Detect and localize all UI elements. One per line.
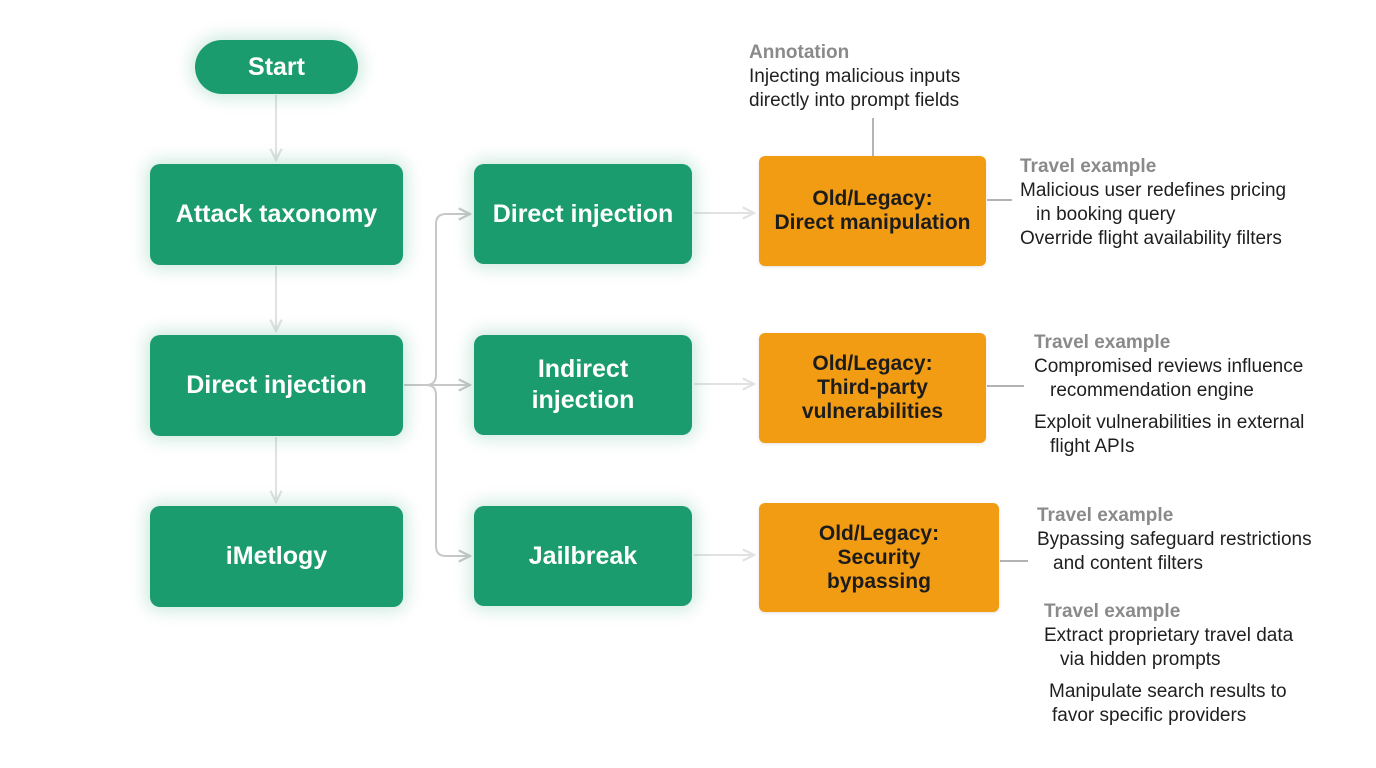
travel-example-line: Override flight availability filters — [1020, 228, 1282, 249]
travel-example-line: recommendation engine — [1050, 380, 1254, 401]
travel-example-line: Malicious user redefines pricing — [1020, 180, 1287, 201]
start-node[interactable]: Start — [195, 40, 358, 94]
travel-example-line: Bypassing safeguard restrictions — [1037, 529, 1312, 550]
travel-example-heading: Travel example — [1037, 505, 1174, 526]
branch-to-direct-injection — [404, 214, 470, 386]
annotation-note: Annotation Injecting malicious inputs di… — [749, 41, 960, 113]
node-direct-injection-left[interactable]: Direct injection — [150, 335, 403, 436]
legacy-security-bypassing[interactable]: Old/Legacy: Security bypassing — [759, 503, 999, 612]
legacy-label: Old/Legacy: Direct manipulation — [774, 187, 971, 234]
node-indirect-injection[interactable]: Indirect injection — [474, 335, 692, 435]
start-label: Start — [248, 52, 305, 81]
annotation-heading: Annotation — [749, 42, 850, 63]
travel-example-heading: Travel example — [1034, 332, 1171, 353]
node-label: Direct injection — [492, 199, 674, 228]
travel-example-4: Travel example Extract proprietary trave… — [1044, 600, 1293, 728]
annotation-line: Injecting malicious inputs — [749, 66, 961, 87]
node-label: Attack taxonomy — [175, 200, 378, 228]
travel-example-heading: Travel example — [1044, 601, 1181, 622]
travel-example-3: Travel example Bypassing safeguard restr… — [1037, 504, 1312, 576]
node-attack-taxonomy[interactable]: Attack taxonomy — [150, 164, 403, 265]
node-label: Direct injection — [186, 371, 367, 399]
node-imetlogy[interactable]: iMetlogy — [150, 506, 403, 607]
branch-to-jailbreak — [404, 384, 470, 556]
legacy-direct-manipulation[interactable]: Old/Legacy: Direct manipulation — [759, 156, 986, 266]
legacy-label: Old/Legacy: Third-party vulnerabilities — [801, 352, 944, 423]
node-direct-injection[interactable]: Direct injection — [474, 164, 692, 264]
annotation-line: directly into prompt fields — [749, 90, 960, 111]
node-jailbreak[interactable]: Jailbreak — [474, 506, 692, 606]
node-label: iMetlogy — [225, 542, 328, 570]
node-label: Jailbreak — [528, 541, 638, 570]
legacy-third-party-vulnerabilities[interactable]: Old/Legacy: Third-party vulnerabilities — [759, 333, 986, 443]
travel-example-line: via hidden prompts — [1060, 649, 1221, 670]
travel-example-line: Exploit vulnerabilities in external — [1034, 412, 1305, 433]
travel-example-line: in booking query — [1036, 204, 1176, 225]
travel-example-line: favor specific providers — [1052, 705, 1247, 726]
travel-example-line: and content filters — [1053, 553, 1203, 574]
legacy-label: Old/Legacy: Security bypassing — [818, 521, 940, 593]
travel-example-line: Manipulate search results to — [1049, 681, 1287, 702]
travel-example-2: Travel example Compromised reviews influ… — [1034, 331, 1304, 459]
node-label: Indirect injection — [531, 355, 635, 414]
travel-example-line: Compromised reviews influence — [1034, 356, 1304, 377]
travel-example-line: flight APIs — [1050, 436, 1135, 457]
travel-example-1: Travel example Malicious user redefines … — [1020, 155, 1286, 251]
travel-example-heading: Travel example — [1020, 156, 1157, 177]
travel-example-line: Extract proprietary travel data — [1044, 625, 1294, 646]
